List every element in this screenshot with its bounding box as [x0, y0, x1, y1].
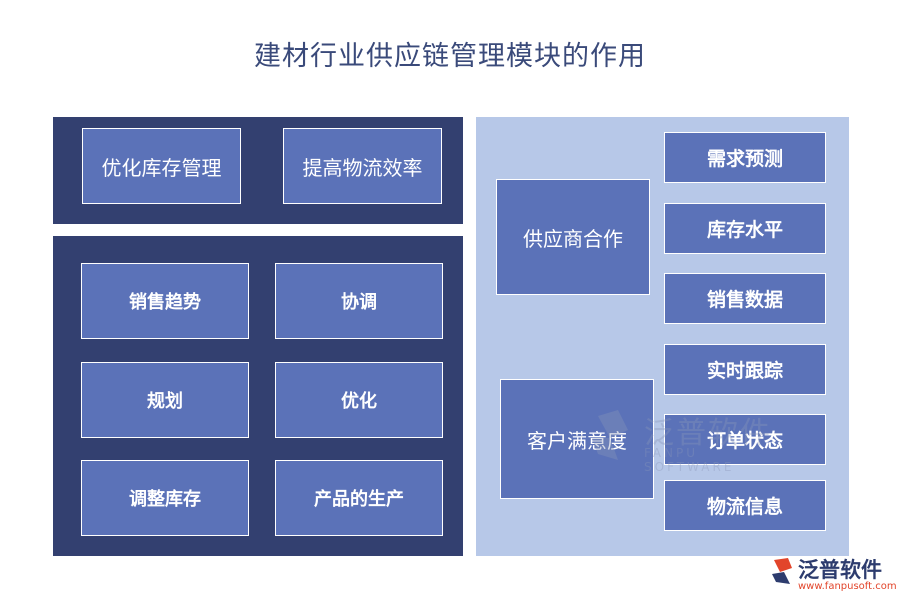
box-adjust-inventory: 调整库存: [81, 460, 249, 536]
brand-logo-url: www.fanpusoft.com: [798, 581, 897, 592]
box-inventory-level: 库存水平: [664, 203, 826, 254]
box-sales-trend: 销售趋势: [81, 263, 249, 339]
box-sales-data: 销售数据: [664, 273, 826, 324]
box-customer-satisfaction: 客户满意度: [500, 379, 654, 499]
right-panel: 供应商合作 需求预测 库存水平 销售数据 客户满意度 实时跟踪 订单状态 物流信…: [476, 117, 849, 556]
box-order-status: 订单状态: [664, 414, 826, 465]
brand-logo-text: 泛普软件: [798, 558, 882, 582]
bottom-left-panel: 销售趋势 协调 规划 优化 调整库存 产品的生产: [53, 236, 463, 556]
box-plan: 规划: [81, 362, 249, 438]
box-optimize: 优化: [275, 362, 443, 438]
box-optimize-inventory: 优化库存管理: [82, 128, 241, 204]
box-improve-logistics: 提高物流效率: [283, 128, 442, 204]
box-realtime-tracking: 实时跟踪: [664, 344, 826, 395]
top-left-panel: 优化库存管理 提高物流效率: [53, 117, 463, 224]
box-logistics-info: 物流信息: [664, 480, 826, 531]
brand-logo-icon: [772, 558, 792, 584]
page-title: 建材行业供应链管理模块的作用: [254, 41, 646, 72]
box-demand-forecast: 需求预测: [664, 132, 826, 183]
box-coordinate: 协调: [275, 263, 443, 339]
box-supplier-cooperation: 供应商合作: [496, 179, 650, 295]
brand-logo: 泛普软件 www.fanpusoft.com: [770, 552, 897, 596]
box-product-production: 产品的生产: [275, 460, 443, 536]
